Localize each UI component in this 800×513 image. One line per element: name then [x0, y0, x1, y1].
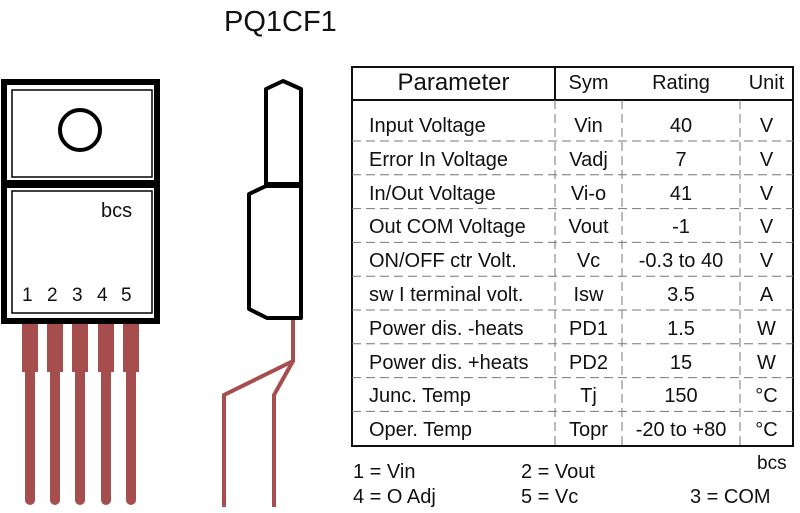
cell-unit: W [757, 351, 776, 374]
pin4-label: 4 = O Adj [353, 486, 436, 508]
cell-parameter: Junc. Temp [369, 385, 471, 408]
cell-unit: V [759, 148, 774, 171]
cell-unit: °C [755, 385, 778, 408]
cell-sym: Isw [573, 284, 604, 306]
cell-unit: W [757, 317, 776, 340]
pin2-label: 2 = Vout [521, 461, 595, 483]
cell-sym: PD2 [569, 351, 608, 374]
cell-sym: PD1 [569, 317, 608, 340]
cell-sym: Vi-o [570, 182, 607, 205]
pin1-label: 1 = Vin [353, 461, 416, 483]
cell-rating: -20 to +80 [635, 419, 727, 442]
cell-rating: 40 [669, 115, 693, 137]
header-sym: Sym [568, 72, 609, 94]
table-grid [351, 66, 794, 447]
mounting-hole [58, 108, 102, 152]
pin-number-2: 2 [47, 285, 58, 306]
lead-5 [123, 316, 139, 505]
cell-parameter: Input Voltage [369, 115, 486, 137]
cell-sym: Vc [576, 250, 601, 273]
cell-unit: V [759, 216, 774, 239]
header-parameter: Parameter [397, 69, 510, 96]
pin5-label: 5 = Vc [521, 486, 579, 508]
lead-4 [98, 316, 114, 505]
cell-parameter: Oper. Temp [369, 419, 473, 442]
cell-unit: A [759, 284, 774, 306]
cell-sym: Vout [568, 216, 609, 239]
cell-sym: Vadj [569, 148, 608, 171]
cell-parameter: Out COM Voltage [369, 216, 526, 239]
cell-sym: Vin [574, 115, 603, 137]
cell-rating: 3.5 [667, 284, 695, 306]
cell-rating: -0.3 to 40 [638, 250, 724, 273]
cell-rating: 150 [664, 385, 698, 408]
front-body [1, 79, 160, 324]
package-brand: bcs [101, 200, 133, 222]
cell-sym: Tj [580, 385, 597, 408]
pin-number-3: 3 [72, 285, 83, 306]
cell-unit: °C [755, 419, 778, 442]
footer-brand: bcs [757, 453, 787, 474]
pin-number-5: 5 [121, 285, 132, 306]
lead-1 [22, 316, 38, 505]
cell-unit: V [759, 250, 774, 273]
cell-parameter: sw I terminal volt. [369, 284, 524, 306]
pin-number-4: 4 [97, 285, 108, 306]
lead-3 [72, 316, 88, 505]
cell-rating: 1.5 [667, 317, 695, 340]
header-unit: Unit [748, 72, 785, 94]
pin3-label: 3 = COM [690, 486, 771, 508]
front-leads [22, 316, 139, 505]
cell-rating: 41 [669, 182, 693, 205]
cell-rating: 7 [675, 148, 687, 171]
cell-unit: V [759, 182, 774, 205]
cell-parameter: ON/OFF ctr Volt. [369, 250, 517, 273]
header-rating: Rating [652, 72, 710, 94]
cell-rating: 15 [669, 351, 693, 374]
part-number-title: PQ1CF1 [224, 6, 337, 38]
side-lead [222, 320, 295, 507]
side-view [247, 79, 303, 320]
cell-unit: V [759, 115, 774, 137]
pin-number-1: 1 [22, 285, 33, 306]
cell-rating: -1 [672, 216, 690, 239]
cell-sym: Topr [569, 419, 608, 442]
lead-2 [47, 316, 63, 505]
cell-parameter: Error In Voltage [369, 148, 508, 171]
cell-parameter: In/Out Voltage [369, 182, 496, 205]
cell-parameter: Power dis. +heats [369, 351, 529, 374]
cell-parameter: Power dis. -heats [369, 317, 524, 340]
